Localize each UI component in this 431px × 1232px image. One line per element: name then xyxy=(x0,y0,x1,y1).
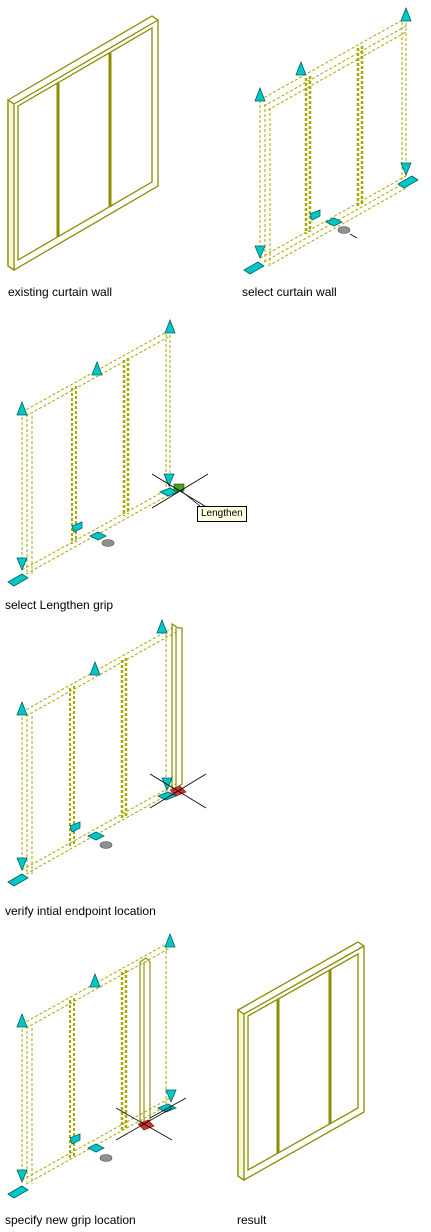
step-caption-result: result xyxy=(237,1213,267,1227)
new-location-wall xyxy=(21,941,171,1185)
selection-grips-step4[interactable] xyxy=(7,618,177,887)
step-caption-select-grip: select Lengthen grip xyxy=(5,598,114,612)
crosshair-cursor-icon xyxy=(149,773,207,809)
endpoint-marker-icon xyxy=(337,226,351,234)
step-caption-existing: existing curtain wall xyxy=(8,285,113,299)
verify-wall xyxy=(21,625,177,875)
result-curtain-wall xyxy=(237,941,365,1182)
endpoint-marker-icon xyxy=(99,841,113,849)
new-mullion xyxy=(139,957,151,1125)
endpoint-marker-icon xyxy=(101,539,115,547)
lengthen-tooltip: Lengthen xyxy=(197,506,247,522)
crosshair-cursor-icon xyxy=(115,1097,187,1141)
lengthen-wall xyxy=(21,329,175,575)
step-caption-verify-endpoint: verify intial endpoint location xyxy=(5,904,156,918)
step-caption-select-wall: select curtain wall xyxy=(242,285,337,299)
step-caption-new-location: specify new grip location xyxy=(5,1213,136,1227)
selection-grips-step3[interactable] xyxy=(7,318,179,587)
existing-curtain-wall xyxy=(7,15,159,272)
selection-grips-step5[interactable] xyxy=(7,932,177,1199)
selected-curtain-wall xyxy=(259,17,407,267)
selection-grips-step2[interactable] xyxy=(243,6,419,275)
extended-mullion xyxy=(171,622,183,789)
endpoint-marker-icon xyxy=(99,1154,113,1162)
crosshair-cursor-icon xyxy=(151,473,209,509)
